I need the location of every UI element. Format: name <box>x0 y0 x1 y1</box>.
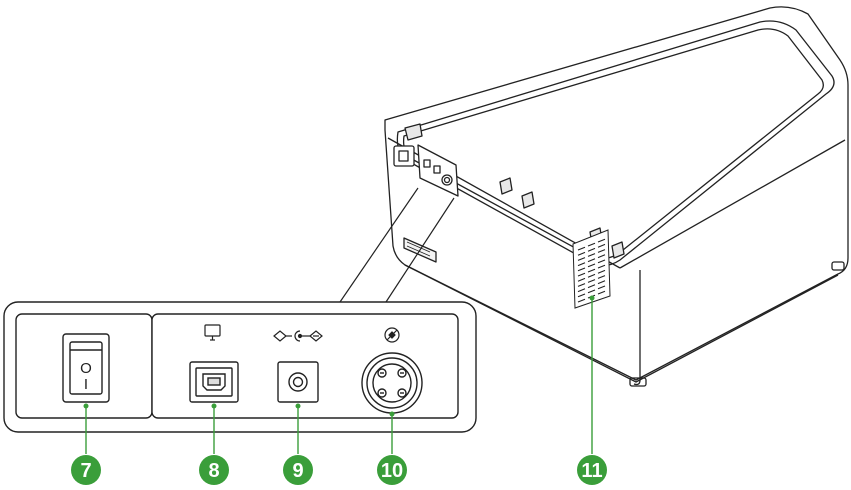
callout-number-11: 11 <box>581 460 602 482</box>
callout-badge-10 <box>377 455 407 485</box>
vent-slot <box>587 263 596 268</box>
callout-badge-11 <box>577 455 607 485</box>
vent-slot <box>597 290 606 295</box>
callout-anchor-9 <box>295 403 301 409</box>
vent-slot <box>577 293 586 298</box>
vent-slot <box>597 280 606 285</box>
vent-slot <box>587 253 596 257</box>
vent-slot <box>577 262 586 267</box>
vent-slot <box>577 298 586 303</box>
callout-badge-7 <box>71 455 101 485</box>
vent-slot <box>587 258 596 263</box>
vent-slot <box>587 268 596 273</box>
vent-slot <box>577 272 586 277</box>
vent-slot <box>597 269 606 274</box>
vent-slot <box>587 273 596 278</box>
switch-on-symbol: I <box>84 376 88 393</box>
vent-slot <box>597 259 606 264</box>
vent-slot <box>577 246 586 251</box>
callout-number-10: 10 <box>381 460 403 482</box>
dc-polarity-icon <box>273 330 323 342</box>
callout-layer: 7 8 9 10 11 <box>71 295 607 485</box>
vent-slot <box>577 277 586 282</box>
callout-anchor-8 <box>211 403 217 409</box>
vent-slot <box>577 283 586 287</box>
callout-badge-9 <box>283 455 313 485</box>
vent-slot <box>577 251 586 256</box>
usb-b-port <box>189 361 239 403</box>
vent-slot <box>597 285 606 290</box>
vent-slot <box>587 284 596 289</box>
vent-slot <box>577 288 586 293</box>
switch-off-symbol: O <box>80 360 92 377</box>
callout-number-8: 8 <box>208 460 219 482</box>
four-pin-connector <box>361 352 423 414</box>
vent-slot <box>597 254 606 259</box>
vent-slot <box>597 275 606 279</box>
no-modify-icon <box>384 327 400 343</box>
callout-number-9: 9 <box>292 460 303 482</box>
vent-slot <box>597 264 606 269</box>
vent-slot <box>587 242 596 247</box>
vent-slot <box>587 289 596 294</box>
callout-anchor-10 <box>389 411 395 417</box>
vent-slot <box>597 249 606 253</box>
vent-slot <box>577 267 586 272</box>
callout-anchor-11 <box>589 295 595 301</box>
callout-anchor-7 <box>83 403 89 409</box>
zoom-lines <box>339 187 455 303</box>
vent-slot <box>577 257 586 261</box>
callout-badge-8 <box>199 455 229 485</box>
dc-power-jack <box>277 361 319 403</box>
side-vent <box>572 229 611 309</box>
vent-slot <box>597 238 606 243</box>
vent-slot <box>587 279 596 283</box>
vent-slot <box>587 247 596 252</box>
monitor-icon <box>204 324 221 341</box>
power-switch <box>62 333 110 403</box>
callout-number-7: 7 <box>80 460 91 482</box>
vent-slot <box>597 243 606 248</box>
